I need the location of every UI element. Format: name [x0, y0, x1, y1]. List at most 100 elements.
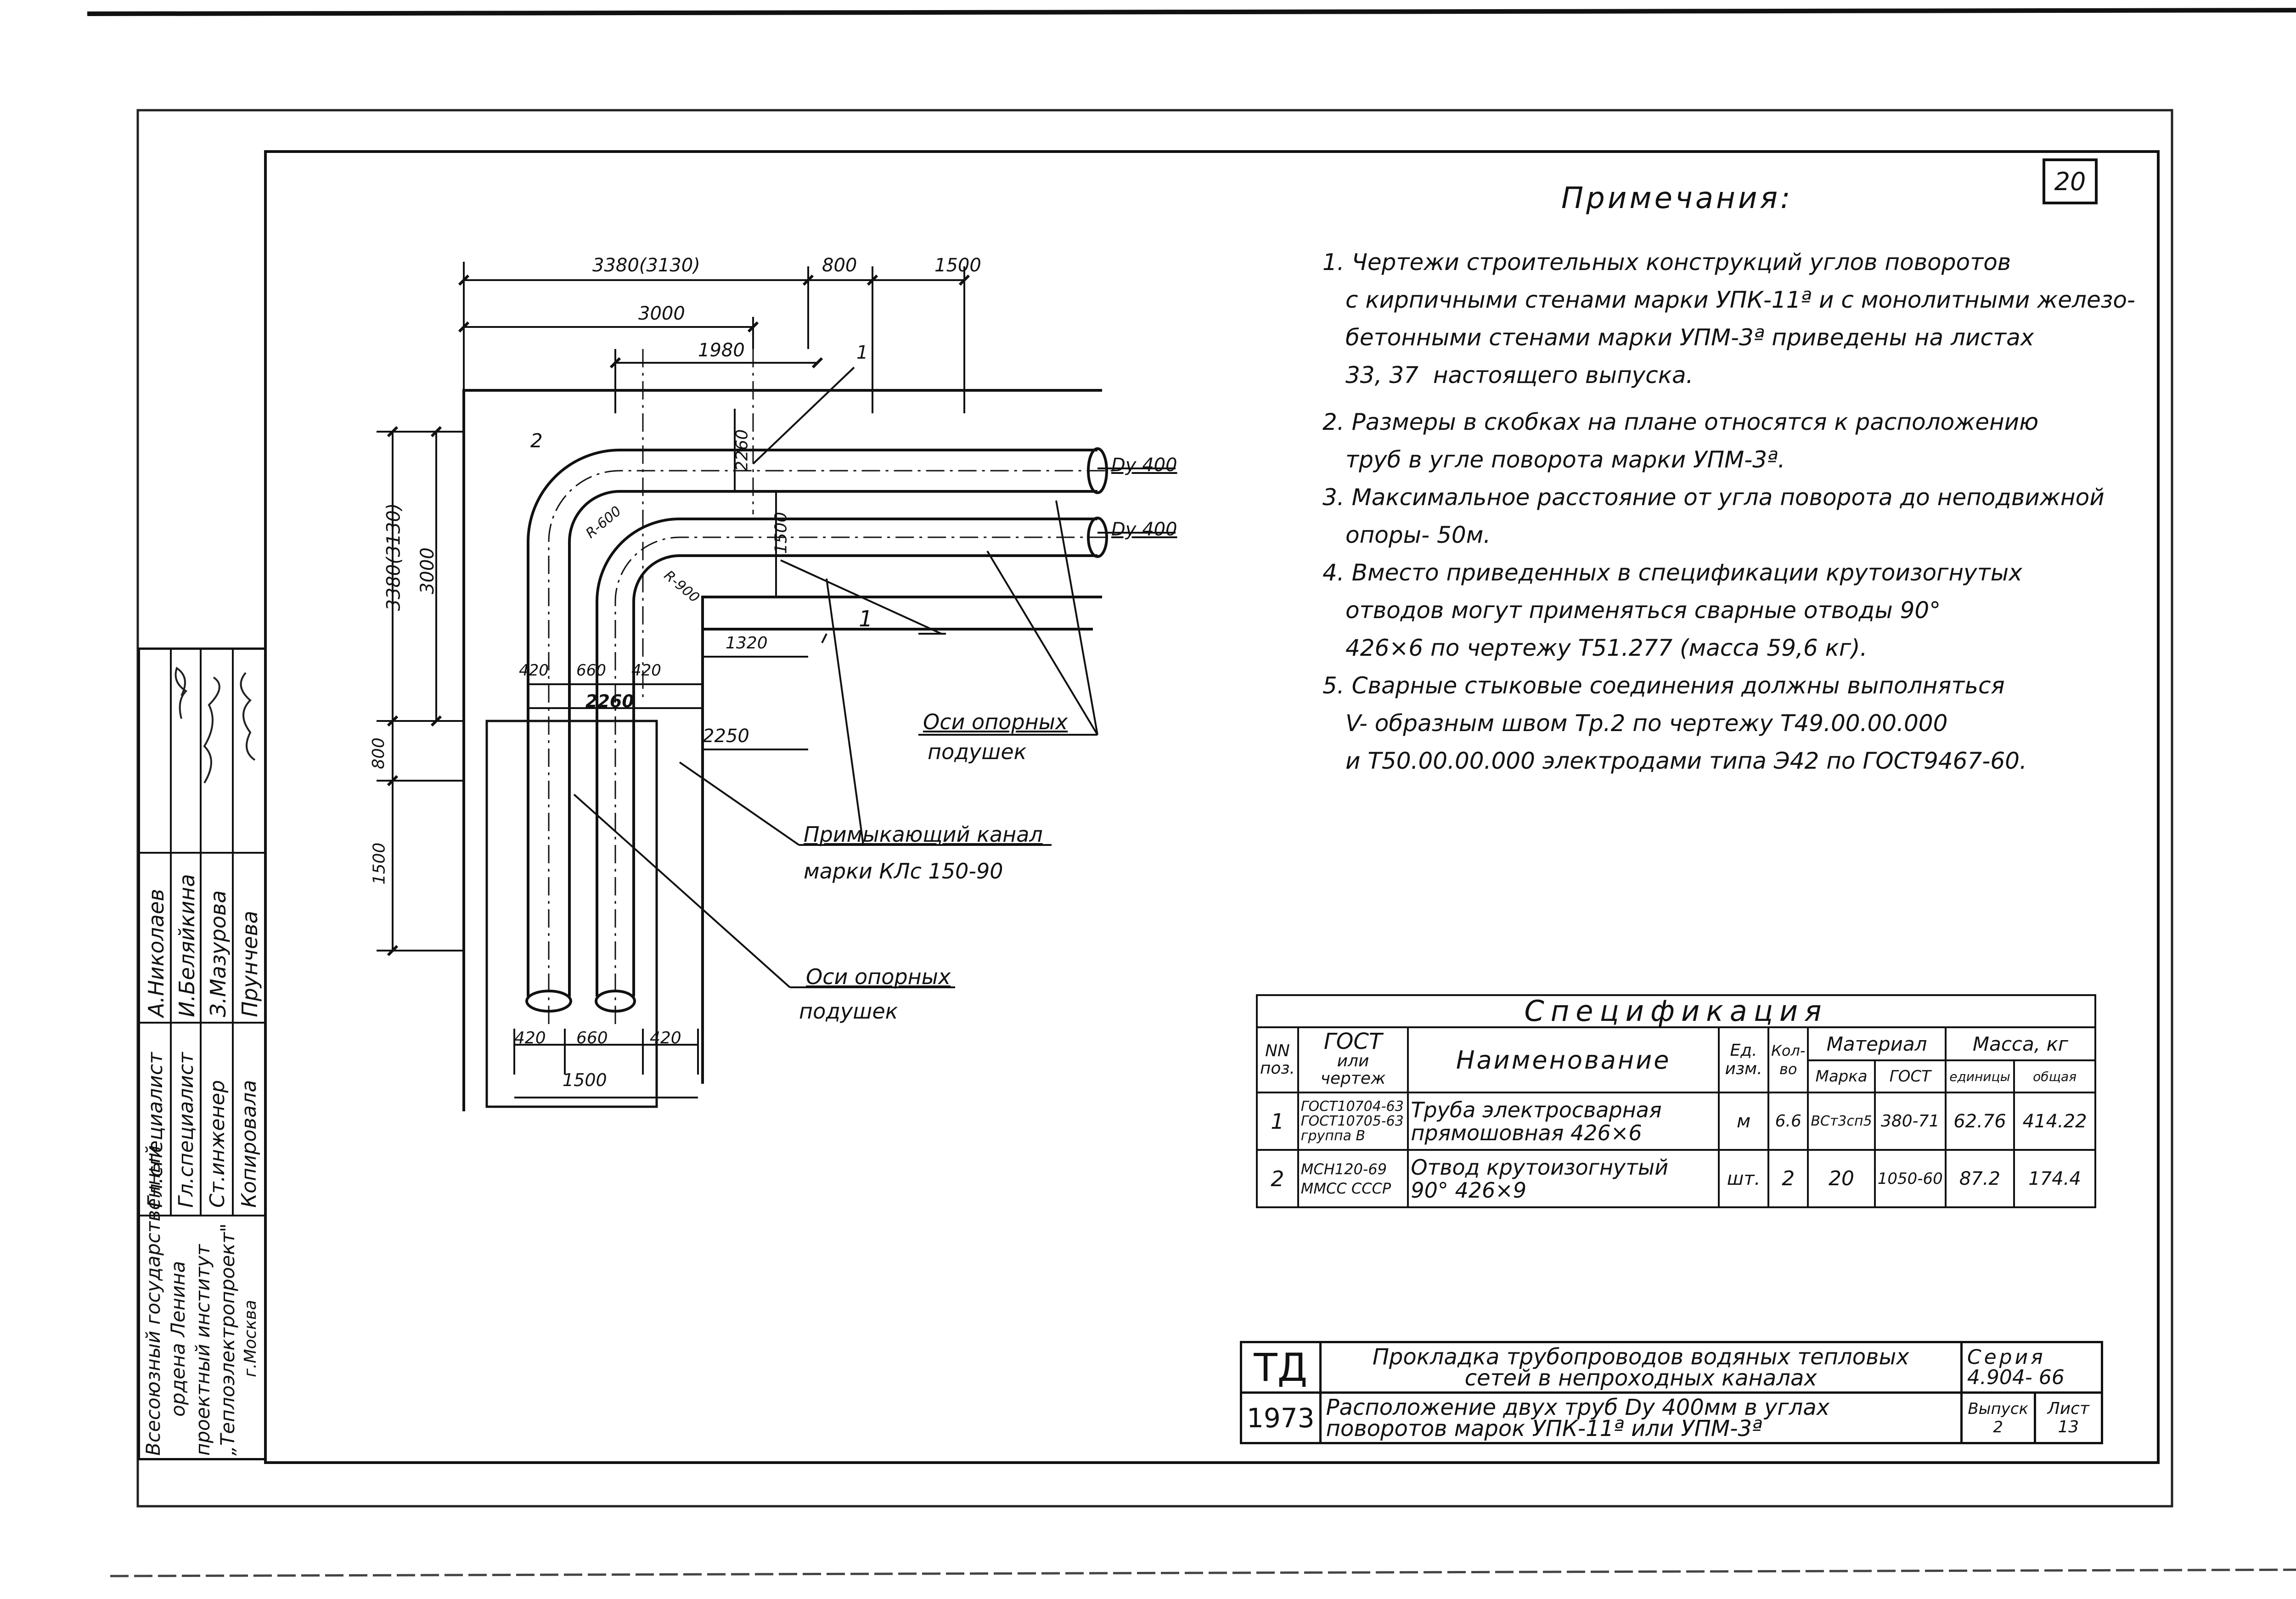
notes-title: Примечания:: [1561, 181, 1793, 215]
sheet-number-box: 20: [2043, 158, 2098, 204]
issue-label: Выпуск: [1968, 1399, 2029, 1418]
dim-3380-vertical: 3380(3130): [383, 503, 405, 611]
header-name: Наименование: [1456, 1045, 1671, 1075]
dim-1500-v: 1500: [771, 512, 791, 554]
row-name-b: прямошовная 426×6: [1411, 1120, 1642, 1145]
institute-block: Всесоюзный государственный ордена Ленина…: [140, 1145, 264, 1458]
header-mass: Масса, кг: [1972, 1032, 2068, 1055]
sheet-label: Лист: [2047, 1399, 2089, 1418]
dim-2260-v: 2260: [732, 429, 752, 472]
header-mark: Марка: [1815, 1067, 1868, 1086]
dim-3000: 3000: [638, 303, 685, 324]
title-block: ТД Прокладка трубопроводов водяных тепло…: [1240, 1341, 2104, 1444]
row-gost-a: ГОСТ10704-63: [1300, 1098, 1404, 1115]
issue-value: 2: [1993, 1418, 2003, 1436]
header-or: или: [1337, 1051, 1369, 1070]
row-mass-total: 414.22: [2022, 1110, 2087, 1132]
note-line: 3. Максимальное расстояние от угла повор…: [1322, 484, 2105, 511]
row-gost-b: ГОСТ10705-63: [1300, 1113, 1404, 1129]
series-label: Серия: [1967, 1345, 2046, 1369]
note-line: бетонными стенами марки УПМ-3ª приведены…: [1345, 324, 2034, 351]
note-line: 426×6 по чертежу Т51.277 (масса 59,6 кг)…: [1345, 635, 1868, 661]
institute-line: „Теплоэлектропроект": [216, 1223, 239, 1456]
institute-line: г.Москва: [241, 1300, 260, 1378]
header-poz: поз.: [1260, 1059, 1295, 1078]
row-material-gost: 380-71: [1880, 1112, 1940, 1131]
note-line: 4. Вместо приведенных в спецификации кру…: [1322, 559, 2022, 586]
institute-line: Всесоюзный государственный: [142, 1145, 164, 1456]
pipe-dy-label-2: Dу 400: [1111, 519, 1177, 540]
row-mark: 20: [1829, 1167, 1855, 1190]
row-unit: м: [1736, 1110, 1751, 1132]
stamp-subtitle-line1: Расположение двух труб Dу 400мм в углах: [1326, 1394, 1830, 1420]
row-mass-total: 174.4: [2028, 1168, 2081, 1189]
row-gost-c: группа В: [1300, 1127, 1366, 1144]
dim-420-c: 420: [514, 1029, 546, 1047]
person-name: А.Николаев: [144, 889, 169, 1017]
row-mass-unit: 87.2: [1959, 1168, 2000, 1189]
row-qty: 6.6: [1775, 1112, 1801, 1131]
row-gost-a: МСН120-69: [1300, 1160, 1387, 1178]
dim-660-b: 660: [576, 1029, 608, 1047]
note-line: опоры- 50м.: [1345, 522, 1491, 548]
dim-3380-top: 3380(3130): [592, 255, 700, 276]
note-line: 1. Чертежи строительных конструкций угло…: [1322, 249, 2011, 276]
dim-420-b: 420: [631, 661, 661, 680]
dim-420-d: 420: [650, 1029, 681, 1047]
note-line: отводов могут применяться сварные отводы…: [1345, 597, 1941, 624]
spec-title: Спецификация: [1256, 994, 2096, 1026]
note-line: с кирпичными стенами марки УПК-11ª и с м…: [1345, 287, 2135, 313]
axes-label-1-line1: Оси опорных: [923, 709, 1068, 734]
stamp-year: 1973: [1247, 1402, 1315, 1434]
note-line: 33, 37 настоящего выпуска.: [1345, 362, 1694, 388]
header-material: Материал: [1826, 1032, 1927, 1055]
institute-line: ордена Ленина: [167, 1261, 189, 1417]
axes-label-2-line2: подушек: [799, 999, 898, 1024]
person-role: Ст.инженер: [206, 1080, 229, 1208]
row-name-b: 90° 426×9: [1411, 1177, 1527, 1203]
row-poz: 1: [1271, 1109, 1284, 1134]
note-line: V- образным швом Тр.2 по чертежу Т49.00.…: [1345, 710, 1948, 737]
header-mass-total: общая: [2033, 1069, 2077, 1084]
person-role: Копировала: [237, 1080, 261, 1208]
dim-3000-vertical: 3000: [416, 547, 438, 594]
spec-title-text: Спецификация: [1524, 994, 1828, 1028]
header-drawing: чертеж: [1320, 1069, 1386, 1088]
series-value: 4.904- 66: [1967, 1365, 2065, 1389]
pipe-dy-label-1: Dу 400: [1111, 455, 1177, 476]
axes-label-1-line2: подушек: [928, 739, 1027, 764]
dim-1980: 1980: [698, 340, 745, 361]
position-1-top: 1: [856, 342, 868, 363]
row-gost-b: ММСС СССР: [1300, 1179, 1391, 1197]
row-mark: ВСт3сп5: [1811, 1113, 1872, 1129]
row-poz: 2: [1271, 1166, 1284, 1191]
header-mass-unit: единицы: [1949, 1069, 2010, 1084]
dim-1320: 1320: [726, 634, 768, 653]
note-line: 2. Размеры в скобках на плане относятся …: [1322, 409, 2039, 435]
dim-2250: 2250: [703, 726, 749, 747]
sheet-value: 13: [2058, 1417, 2079, 1436]
dim-660-a: 660: [576, 661, 606, 680]
header-qty: Кол-: [1771, 1042, 1806, 1059]
note-line: труб в угле поворота марки УПМ-3ª.: [1345, 446, 1785, 473]
signatures-area: [140, 650, 264, 854]
note-line: 5. Сварные стыковые соединения должны вы…: [1322, 672, 2005, 699]
header-unit-b: изм.: [1725, 1059, 1762, 1078]
header-nn: NN: [1265, 1042, 1290, 1060]
dim-1500-vertical: 1500: [370, 842, 389, 885]
dim-800-top: 800: [822, 255, 857, 276]
notes-list: 1. Чертежи строительных конструкций угло…: [1322, 243, 2135, 780]
row-qty: 2: [1782, 1167, 1795, 1190]
roles-grid: А.Николаев И.Беляйкина З.Мазурова Прунче…: [140, 852, 264, 1216]
note-line: и Т50.00.00.000 электродами типа Э42 по …: [1345, 748, 2027, 774]
dim-1500-bottom: 1500: [563, 1070, 607, 1090]
person-name: З.Мазурова: [206, 890, 231, 1017]
axes-label-2-line1: Оси опорных: [806, 964, 951, 989]
row-unit: шт.: [1727, 1168, 1761, 1189]
position-1-bottom: 1: [859, 606, 873, 632]
institute-line: проектный институт: [191, 1244, 214, 1456]
header-material-gost: ГОСТ: [1889, 1067, 1931, 1086]
